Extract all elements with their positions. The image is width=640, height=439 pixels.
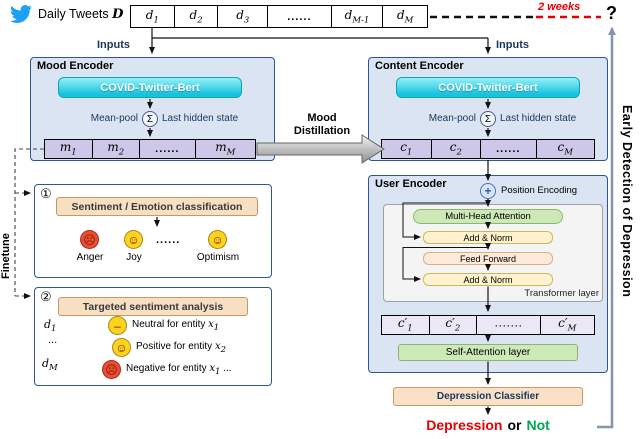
timeline-cell: dM [396,7,414,26]
early-detection-label: Early Detection of Depression [620,105,634,298]
emotion-dots: ...... [156,234,181,246]
user-cell: c′2 [430,316,478,334]
content-encoder-title: Content Encoder [375,60,464,72]
content-sigma-icon: Σ [480,111,496,127]
mood-cell-dots: ...... [140,140,196,158]
add-norm-block-2: Add & Norm [423,273,553,286]
position-encoding-label: Position Encoding [501,185,578,196]
neutral-face-icon: – [108,316,127,335]
joy-face-icon: ☺ [124,230,143,249]
mood-distillation-arrow [256,134,385,164]
mood-cell: m1 [45,140,93,158]
user-cell: c′M [558,316,577,334]
timeline: d1 d2 d3 ...... dM-1 dM [130,5,428,28]
optimism-label: Optimism [196,252,240,263]
self-attention-block: Self-Attention layer [398,344,578,361]
multi-head-attention-block: Multi-Head Attention [413,209,563,224]
content-cell: c2 [432,140,482,158]
mood-embedding-row: m1 m2 ...... mM [44,139,256,159]
doc-label-dM: dM [42,357,58,374]
joy-label: Joy [126,252,142,263]
task2-badge: ② [40,289,52,304]
output-depression: Depression [426,417,503,433]
doc-label-d1: d1 [44,318,57,335]
dataset-symbol: D [112,7,124,22]
timeline-cell: d2 [175,6,219,27]
inputs-right-label: Inputs [496,39,529,51]
daily-tweets-label: Daily Tweets D [38,7,123,22]
feed-forward-block: Feed Forward [423,252,553,265]
mood-sigma-icon: Σ [142,111,158,127]
user-cell-dots: ······· [477,316,541,334]
content-cell-dots: ...... [481,140,537,158]
output-not: Not [526,417,550,433]
content-mean-pool-label: Mean-pool [428,113,476,124]
mood-bert: COVID-Twitter-Bert [58,77,242,98]
timeline-cell: d3 [218,6,269,27]
timeline-cell: d1 [131,6,175,27]
position-encoding-plus-icon: + [480,183,496,199]
anger-emoji-wrap: ☹ [80,230,99,249]
joy-emoji-wrap: ☺ [124,230,143,249]
sentiment-row-neutral: – Neutral for entity x1 [108,316,219,335]
task2-title: Targeted sentiment analysis [58,297,248,316]
content-bert: COVID-Twitter-Bert [396,77,580,98]
transformer-layer-label: Transformer layer [524,288,599,299]
output-or: or [507,417,522,433]
anger-face-icon: ☹ [80,230,99,249]
depression-classifier-block: Depression Classifier [393,387,583,406]
sentiment-row-negative: ☹ Negative for entity x1 ... [102,360,232,379]
timeline-cell-dots: ...... [268,6,332,27]
task1-badge: ① [40,186,52,201]
user-embedding-row: c′1 c′2 ······· c′M [381,315,595,335]
mood-distillation-label: Mood Distillation [293,112,351,137]
inputs-left-label: Inputs [97,39,130,51]
finetune-label: Finetune [0,233,12,279]
content-cell: cM [557,140,573,158]
content-embedding-row: c1 c2 ...... cM [381,139,595,159]
sentiment-row-positive: ☺ Positive for entity x2 [112,338,226,357]
two-weeks-label: 2 weeks [538,1,581,13]
positive-face-icon: ☺ [112,338,131,357]
daily-tweets-text: Daily Tweets [38,7,109,21]
optimism-emoji-wrap: ☺ [208,230,227,249]
twitter-icon [10,5,32,23]
optimism-face-icon: ☺ [208,230,227,249]
content-cell: c1 [382,140,432,158]
mood-last-hidden-label: Last hidden state [162,113,239,124]
mood-cell: mM [215,140,236,158]
add-norm-block-1: Add & Norm [423,231,553,244]
mood-encoder-title: Mood Encoder [37,60,114,72]
negative-face-icon: ☹ [102,360,121,379]
user-encoder-title: User Encoder [375,178,447,190]
anger-label: Anger [76,252,104,263]
output-label: Depression or Not [388,417,588,433]
user-cell: c′1 [382,316,430,334]
mood-cell: m2 [93,140,141,158]
mood-mean-pool-label: Mean-pool [90,113,138,124]
question-mark: ? [606,3,617,23]
timeline-cell: dM-1 [332,6,384,27]
doc-label-dots: ... [48,334,58,346]
content-last-hidden-label: Last hidden state [500,113,577,124]
task1-title: Sentiment / Emotion classification [56,197,258,216]
